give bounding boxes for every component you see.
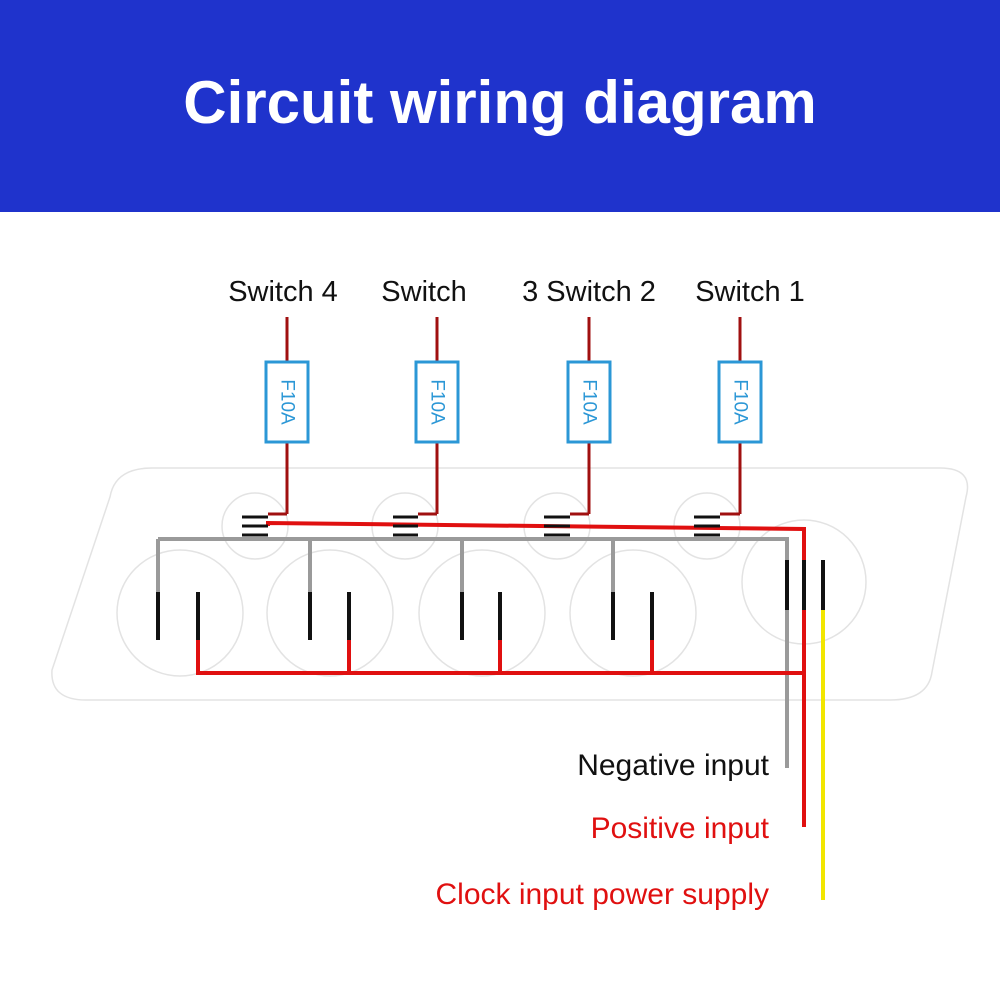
clock-input-label: Clock input power supply (435, 878, 769, 911)
switch-2-label: 3 Switch 2 (522, 276, 656, 308)
negative-wire (158, 537, 789, 768)
fuse-label: F10A (277, 379, 298, 425)
fuse-label: F10A (427, 379, 448, 425)
fuse-label: F10A (730, 379, 751, 425)
fuse-branch-1: F10A (242, 317, 310, 537)
switch-4-label: Switch 4 (228, 276, 338, 308)
fuse-label: F10A (579, 379, 600, 425)
positive-bus (196, 640, 804, 675)
switch-1-label: Switch 1 (695, 276, 805, 308)
negative-input-label: Negative input (577, 749, 769, 782)
panel-outline (51, 467, 969, 701)
switch-body-1 (116, 549, 244, 677)
switch-body-2 (266, 549, 394, 677)
indicator-circle-1 (221, 492, 289, 560)
fuse-1 (264, 360, 310, 444)
fuse-branch-4: F10A (694, 317, 763, 537)
fuse-2 (414, 360, 460, 444)
fuse-3 (566, 360, 612, 444)
fuse-branch-2: F10A (393, 317, 460, 537)
switch-body-3 (418, 549, 546, 677)
switch-body-4 (569, 549, 697, 677)
positive-input-label: Positive input (591, 812, 770, 845)
fuse-4 (717, 360, 763, 444)
page-title: Circuit wiring diagram (183, 69, 817, 136)
fuse-branch-3: F10A (544, 317, 612, 537)
title-banner: Circuit wiring diagram (0, 0, 1000, 212)
switch-3-label: Switch (381, 276, 466, 308)
